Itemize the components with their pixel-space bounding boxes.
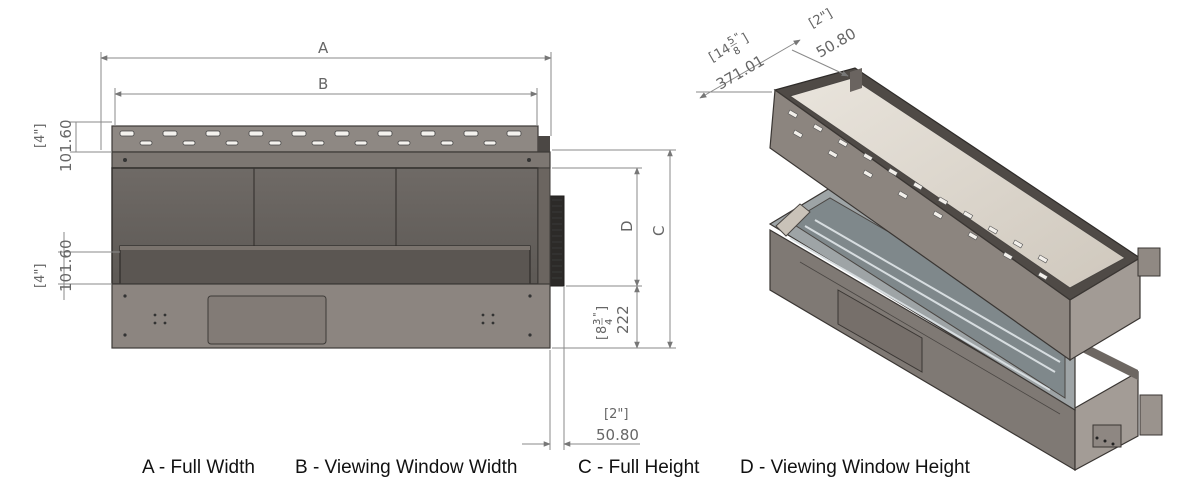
mid-ledge-mm: 101.60 (57, 240, 75, 293)
base-in-den: 4 (604, 319, 615, 325)
label-c: C (650, 226, 668, 236)
dim-b: B (114, 75, 538, 126)
iso-view: [ 14 5 8 " ] 371.01 [2"] 50.80 (696, 6, 1163, 472)
side-in: [2"] (604, 407, 628, 422)
iso-dim-offset: [2"] 50.80 (791, 6, 859, 77)
base-in-quote: " (592, 312, 603, 317)
dim-top-flange: [4"] 101.60 (33, 120, 112, 173)
legend-a: A - Full Width (142, 457, 255, 478)
legend-c: C - Full Height (578, 457, 700, 478)
legend-d: D - Viewing Window Height (740, 457, 971, 478)
legend-b: B - Viewing Window Width (295, 457, 517, 478)
dim-a: A (100, 39, 552, 150)
top-flange (111, 125, 550, 153)
dim-c: C (552, 149, 676, 349)
iso-top-box (769, 67, 1161, 362)
viewing-window (111, 167, 539, 285)
mid-ledge-in: [4"] (33, 264, 48, 288)
top-flange-mm: 101.60 (57, 120, 75, 173)
legend: A - Full Width B - Viewing Window Width … (142, 457, 971, 478)
side-vent (549, 195, 565, 287)
base-in-whole-num: 8 (595, 326, 610, 334)
base-in-bracket-open: [ (595, 335, 610, 340)
depth-in-den: 8 (732, 45, 743, 58)
top-flange-in: [4"] (33, 124, 48, 148)
offset-in: [2"] (807, 6, 836, 31)
iso-body (769, 228, 1163, 472)
base-in-num: 3 (592, 319, 603, 325)
depth-in-bracket-open: [ (707, 50, 719, 66)
base-cabinet (111, 283, 551, 349)
label-a: A (318, 39, 329, 57)
depth-in-bracket-close: ] (739, 31, 751, 47)
dim-side-offset: [2"] 50.80 (522, 286, 640, 450)
label-b: B (318, 75, 328, 93)
base-in-bracket-close: ] (595, 306, 610, 311)
base-mm: 222 (614, 305, 632, 334)
dim-base: [ 8 3 4 " ] 222 (592, 285, 640, 349)
side-mm: 50.80 (596, 426, 639, 444)
dim-d: D (552, 167, 642, 287)
dim-mid-ledge: [4"] 101.60 (33, 232, 120, 300)
depth-in-whole: 14 (712, 41, 734, 62)
base-in-fraction: [ 8 3 4 " ] (592, 306, 615, 340)
depth-in-num: 5 (726, 35, 737, 48)
depth-in-fraction: [ 14 5 8 " ] (707, 31, 752, 66)
depth-in-quote: " (733, 32, 742, 44)
front-view: A B [4"] 101.60 [4"] 101.60 (33, 39, 676, 450)
label-d: D (618, 220, 636, 232)
frame-band (111, 151, 551, 169)
offset-mm: 50.80 (813, 24, 859, 61)
